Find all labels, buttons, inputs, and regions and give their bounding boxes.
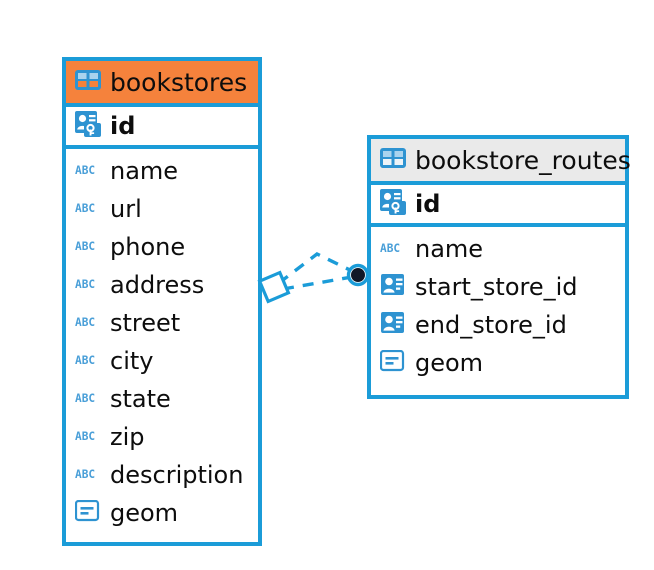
- svg-text:ABC: ABC: [75, 430, 95, 443]
- svg-text:ABC: ABC: [380, 242, 400, 255]
- foreign-key-icon: [380, 274, 406, 300]
- text-field-icon: ABC: [75, 390, 101, 409]
- svg-text:ABC: ABC: [75, 468, 95, 481]
- field-label: name: [110, 157, 179, 185]
- svg-text:ABC: ABC: [75, 316, 95, 329]
- text-field-icon: ABC: [75, 162, 101, 181]
- field-label: zip: [110, 423, 145, 451]
- field-label: name: [415, 235, 484, 263]
- field-row[interactable]: ABC street: [66, 304, 258, 342]
- text-field-icon: ABC: [75, 352, 101, 371]
- field-row[interactable]: ABC description: [66, 456, 258, 494]
- field-row[interactable]: ABC phone: [66, 228, 258, 266]
- field-label: url: [110, 195, 142, 223]
- filled-circle-marker: [346, 263, 370, 287]
- text-field-icon: ABC: [75, 428, 101, 447]
- field-label: end_store_id: [415, 311, 567, 339]
- diamond-marker: [257, 270, 291, 304]
- field-row[interactable]: id: [66, 107, 258, 145]
- field-row[interactable]: ABC address: [66, 266, 258, 304]
- entity-bookstores-title: bookstores: [110, 67, 248, 97]
- field-label: description: [110, 461, 244, 489]
- field-row[interactable]: ABC state: [66, 380, 258, 418]
- entity-bookstore-routes-fields: ABC name start_store_id: [371, 227, 625, 386]
- field-row[interactable]: end_store_id: [371, 306, 625, 344]
- table-icon: [75, 70, 101, 94]
- svg-text:ABC: ABC: [75, 202, 95, 215]
- field-label: state: [110, 385, 171, 413]
- entity-bookstores[interactable]: bookstores: [62, 57, 262, 546]
- entity-bookstore-routes[interactable]: bookstore_routes: [367, 135, 631, 399]
- field-label: id: [110, 112, 136, 140]
- text-field-icon: ABC: [75, 276, 101, 295]
- primary-key-icon: [380, 189, 406, 219]
- text-field-icon: ABC: [75, 200, 101, 219]
- entity-bookstores-fields: ABC name ABC url ABC p: [66, 149, 258, 536]
- svg-text:ABC: ABC: [75, 392, 95, 405]
- relationship-line-lower: [282, 275, 353, 291]
- field-label: city: [110, 347, 154, 375]
- foreign-key-icon: [380, 312, 406, 338]
- field-row[interactable]: start_store_id: [371, 268, 625, 306]
- entity-bookstore-routes-title: bookstore_routes: [415, 145, 631, 175]
- field-row[interactable]: ABC city: [66, 342, 258, 380]
- text-field-icon: ABC: [75, 238, 101, 257]
- field-label: geom: [110, 499, 179, 527]
- entity-bookstores-pk-section: id: [66, 107, 258, 149]
- text-field-icon: ABC: [380, 240, 406, 259]
- geometry-field-icon: [74, 499, 101, 526]
- field-label: phone: [110, 233, 186, 261]
- text-field-icon: ABC: [75, 466, 101, 485]
- svg-text:ABC: ABC: [75, 354, 95, 367]
- entity-bookstore-routes-pk-section: id: [371, 185, 625, 227]
- field-row[interactable]: id: [371, 185, 625, 223]
- entity-bookstores-header[interactable]: bookstores: [66, 61, 258, 107]
- field-row[interactable]: geom: [371, 344, 625, 382]
- entity-bookstore-routes-header[interactable]: bookstore_routes: [371, 139, 631, 185]
- field-label: start_store_id: [415, 273, 578, 301]
- field-label: street: [110, 309, 181, 337]
- field-row[interactable]: ABC name: [66, 152, 258, 190]
- table-icon: [380, 148, 406, 172]
- field-label: id: [415, 190, 441, 218]
- geometry-field-icon: [379, 349, 406, 376]
- field-label: address: [110, 271, 205, 299]
- text-field-icon: ABC: [75, 314, 101, 333]
- field-row[interactable]: ABC url: [66, 190, 258, 228]
- field-row[interactable]: ABC zip: [66, 418, 258, 456]
- svg-text:ABC: ABC: [75, 278, 95, 291]
- field-row[interactable]: geom: [66, 494, 258, 532]
- svg-text:ABC: ABC: [75, 164, 95, 177]
- field-label: geom: [415, 349, 484, 377]
- relationship-line-upper: [277, 252, 355, 285]
- svg-text:ABC: ABC: [75, 240, 95, 253]
- primary-key-icon: [75, 111, 101, 141]
- field-row[interactable]: ABC name: [371, 230, 625, 268]
